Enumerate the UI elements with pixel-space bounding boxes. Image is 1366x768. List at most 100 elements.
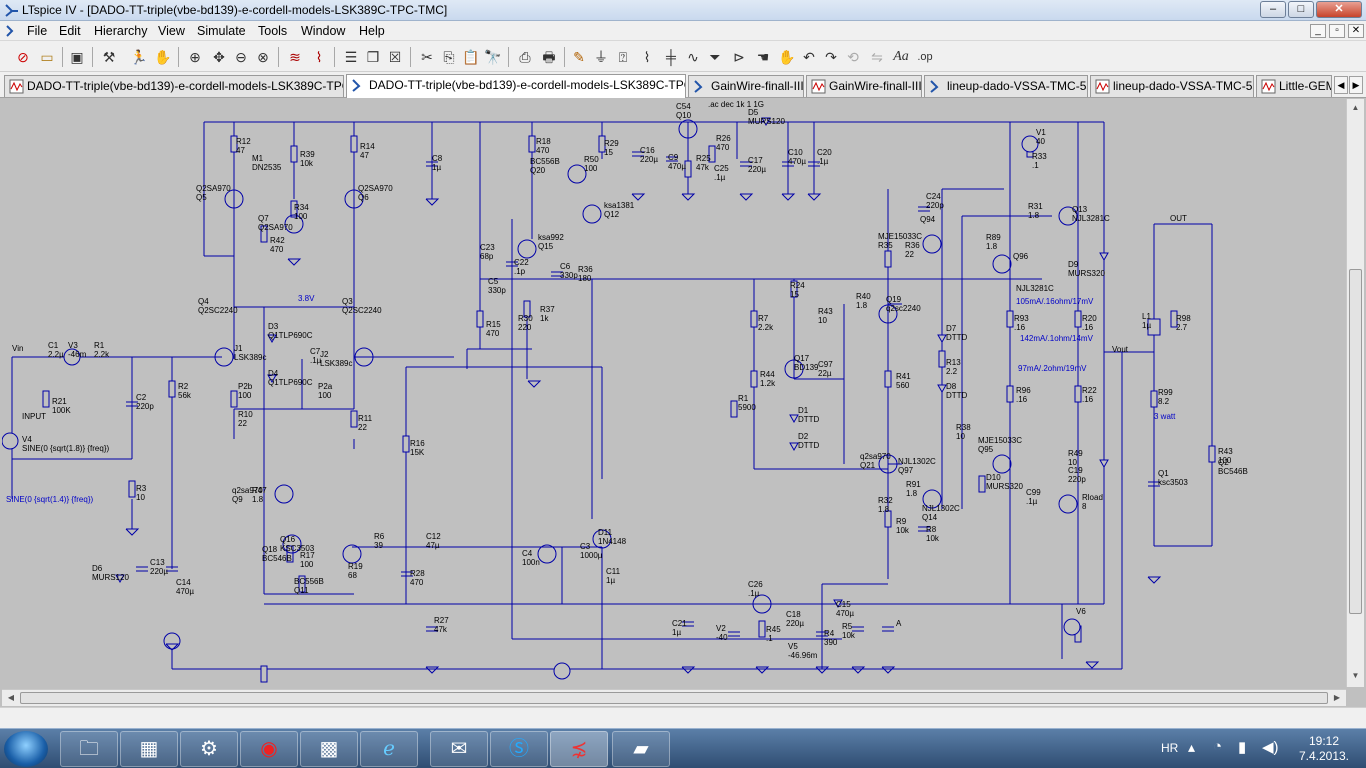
- menu-view[interactable]: View: [158, 24, 185, 38]
- document-icon[interactable]: [5, 24, 19, 38]
- horizontal-scrollbar[interactable]: ◀ ▶: [2, 689, 1346, 706]
- ground-icon[interactable]: ⏚: [594, 49, 608, 65]
- tab-scroll-left-button[interactable]: ◀: [1334, 76, 1348, 94]
- minimize-button[interactable]: –: [1260, 1, 1286, 18]
- menu-help[interactable]: Help: [359, 24, 385, 38]
- schematic-label-6: R34: [294, 203, 309, 212]
- mdi-minimize-button[interactable]: _: [1310, 24, 1326, 38]
- notes-icon[interactable]: ▰: [612, 731, 670, 767]
- explorer-icon[interactable]: 🗀: [60, 731, 118, 767]
- tab-gainwire-waveform[interactable]: GainWire-finall-IIII: [806, 75, 922, 97]
- tile-horizontal-icon[interactable]: ☰: [344, 49, 358, 65]
- copy-icon[interactable]: ⎘: [443, 49, 455, 65]
- zoom-out-icon[interactable]: ⊖: [235, 49, 247, 65]
- ltspice-icon[interactable]: ⋨: [550, 731, 608, 767]
- paste-icon[interactable]: 📋: [462, 49, 480, 65]
- inductor-icon[interactable]: ∿: [687, 49, 699, 65]
- halt-icon[interactable]: ✋: [154, 49, 172, 65]
- capacitor-icon[interactable]: ╪: [666, 49, 676, 65]
- start-button[interactable]: [4, 731, 48, 767]
- opera-icon[interactable]: ◉: [240, 731, 298, 767]
- menu-window[interactable]: Window: [301, 24, 346, 38]
- save-icon[interactable]: ▣: [70, 49, 84, 65]
- mail-icon[interactable]: ✉: [430, 731, 488, 767]
- tab-lineup-waveform[interactable]: lineup-dado-VSSA-TMC-55V: [1090, 75, 1254, 97]
- show-hidden-icons-icon[interactable]: ▴: [1188, 739, 1196, 755]
- draw-wire-icon[interactable]: ✎: [573, 49, 585, 65]
- zoom-in-icon[interactable]: ⊕: [189, 49, 201, 65]
- language-indicator[interactable]: HR: [1161, 741, 1179, 755]
- menu-simulate[interactable]: Simulate: [197, 24, 246, 38]
- transistor-16: [992, 454, 1012, 474]
- ltspice-app-icon[interactable]: [4, 3, 20, 18]
- control-panel-icon[interactable]: ⚒: [102, 49, 116, 65]
- scroll-down-button[interactable]: ▼: [1351, 671, 1360, 680]
- component-icon[interactable]: ⊳: [733, 49, 745, 65]
- clock[interactable]: 19:12 7.4.2013.: [1290, 734, 1358, 764]
- move-icon[interactable]: ☚: [756, 49, 770, 65]
- menu-file[interactable]: File: [27, 24, 48, 38]
- print-setup-icon[interactable]: ⎙: [519, 49, 531, 65]
- resistor-18: [884, 250, 892, 268]
- cut-icon[interactable]: ✂: [421, 49, 433, 65]
- schematic-label-5: Q2SA970: [358, 184, 393, 193]
- volume-icon[interactable]: ◀): [1262, 739, 1279, 756]
- rotate-icon[interactable]: ⟲: [847, 49, 859, 65]
- window-titlebar[interactable]: LTspice IV - [DADO-TT-triple(vbe-bd139)-…: [0, 0, 1366, 21]
- mirror-icon[interactable]: ⇋: [871, 49, 883, 65]
- tab-little-gem[interactable]: Little-GEM: [1256, 75, 1332, 97]
- tab-dado-waveform[interactable]: DADO-TT-triple(vbe-bd139)-e-cordell-mode…: [4, 75, 344, 97]
- autorange-icon[interactable]: ⌇: [315, 49, 323, 65]
- mdi-close-button[interactable]: ✕: [1348, 24, 1364, 38]
- undo-icon[interactable]: ↶: [803, 49, 815, 65]
- schematic-value-83: 1.2k: [760, 379, 776, 388]
- transistor-0: [224, 189, 244, 209]
- label-net-icon[interactable]: ⍰: [618, 49, 628, 65]
- zoom-fit-icon[interactable]: ⊗: [257, 49, 269, 65]
- menu-hierarchy[interactable]: Hierarchy: [94, 24, 148, 38]
- drag-icon[interactable]: ✋: [778, 49, 796, 65]
- close-button[interactable]: ✕: [1316, 1, 1362, 18]
- schematic-label-138: V2: [716, 624, 726, 633]
- schematic-label-125: C4: [522, 549, 533, 558]
- text-icon[interactable]: Aa: [893, 49, 909, 64]
- waveform-icon[interactable]: ≋: [289, 49, 301, 65]
- close-window-icon[interactable]: ☒: [388, 49, 402, 65]
- find-icon[interactable]: 🔭: [484, 49, 502, 65]
- vertical-scroll-thumb[interactable]: [1349, 269, 1362, 614]
- pan-icon[interactable]: ✥: [213, 49, 225, 65]
- mdi-restore-button[interactable]: ▫: [1329, 24, 1345, 38]
- spice-directive-icon[interactable]: .op: [917, 51, 933, 63]
- scroll-left-button[interactable]: ◀: [7, 693, 15, 702]
- print-icon[interactable]: 🖶: [542, 49, 556, 65]
- diode-icon[interactable]: ⏷: [709, 49, 721, 65]
- resistor-icon[interactable]: ⌇: [643, 49, 651, 65]
- horizontal-scroll-thumb[interactable]: [20, 692, 1328, 704]
- menu-edit[interactable]: Edit: [59, 24, 81, 38]
- settings-icon[interactable]: ⚙: [180, 731, 238, 767]
- tab-gainwire-schematic[interactable]: GainWire-finall-IIII: [688, 75, 804, 97]
- sandbox-icon[interactable]: ▦: [120, 731, 178, 767]
- scroll-up-button[interactable]: ▲: [1351, 103, 1360, 112]
- scope-icon[interactable]: ▩: [300, 731, 358, 767]
- schematic-label-67: 97mA/.2ohm/19mV: [1018, 364, 1087, 373]
- network-icon[interactable]: ◔: [1213, 738, 1223, 755]
- open-file-icon[interactable]: ▭: [40, 49, 54, 65]
- open-schematic-icon[interactable]: ⊘: [17, 49, 29, 65]
- tab-scroll-right-button[interactable]: ▶: [1349, 76, 1363, 94]
- skype-icon[interactable]: Ⓢ: [490, 731, 548, 767]
- internet-explorer-icon[interactable]: ℯ: [360, 731, 418, 767]
- vertical-scrollbar[interactable]: ▲ ▼: [1346, 99, 1364, 687]
- redo-icon[interactable]: ↷: [825, 49, 837, 65]
- maximize-button[interactable]: □: [1288, 1, 1314, 18]
- tab-dado-schematic[interactable]: DADO-TT-triple(vbe-bd139)-e-cordell-mode…: [346, 74, 686, 98]
- tab-lineup-schematic[interactable]: lineup-dado-VSSA-TMC-55V: [924, 75, 1088, 97]
- cascade-icon[interactable]: ❐: [366, 49, 380, 65]
- schematic-label-91: R99: [1158, 388, 1173, 397]
- scroll-right-button[interactable]: ▶: [1333, 693, 1341, 702]
- schematic-value-85: 560: [896, 381, 910, 390]
- menu-tools[interactable]: Tools: [258, 24, 288, 38]
- action-center-icon[interactable]: ▮: [1238, 739, 1247, 756]
- run-icon[interactable]: 🏃: [130, 49, 148, 65]
